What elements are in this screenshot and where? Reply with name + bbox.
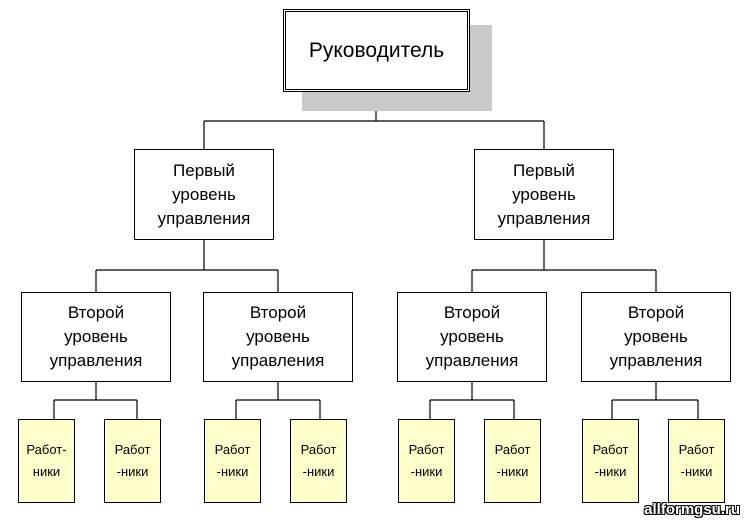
level2-node: Второй уровень управления — [21, 292, 171, 382]
level2-node: Второй уровень управления — [581, 292, 731, 382]
level1-node-right: Первый уровень управления — [474, 149, 614, 240]
worker-node: Работ -ники — [204, 419, 261, 503]
worker-node: Работ- ники — [18, 419, 75, 503]
worker-node: Работ -ники — [582, 419, 639, 503]
worker-node: Работ -ники — [104, 419, 161, 503]
root-node: Руководитель — [283, 9, 470, 92]
worker-node: Работ -ники — [484, 419, 541, 503]
worker-node: Работ -ники — [290, 419, 347, 503]
worker-node: Работ -ники — [398, 419, 455, 503]
worker-node: Работ -ники — [668, 419, 725, 503]
level2-node: Второй уровень управления — [203, 292, 353, 382]
level2-node: Второй уровень управления — [397, 292, 547, 382]
level1-node-left: Первый уровень управления — [134, 149, 274, 240]
watermark: allformgsu.ru — [644, 501, 740, 518]
